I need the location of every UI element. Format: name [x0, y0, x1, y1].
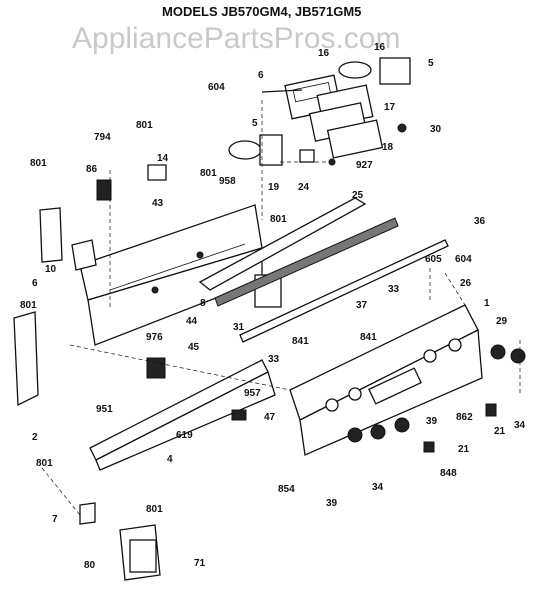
callout-801e: 801: [20, 300, 37, 311]
trim-strips: [198, 197, 449, 343]
callout-801b: 801: [30, 158, 47, 169]
callout-86: 86: [86, 164, 98, 175]
callout-5a: 5: [428, 58, 434, 69]
lower-trim: [89, 357, 276, 471]
callout-71: 71: [194, 558, 206, 569]
callout-2: 2: [32, 432, 38, 443]
guide-lines: [41, 100, 521, 516]
diagram-title: MODELS JB570GM4, JB571GM5: [162, 4, 361, 19]
callout-21a: 21: [494, 426, 506, 437]
callout-10: 10: [45, 264, 57, 275]
bottom-bracket: [79, 502, 161, 581]
callout-848: 848: [440, 468, 457, 479]
callout-801a: 801: [136, 120, 153, 131]
callout-34b: 34: [372, 482, 384, 493]
callout-4: 4: [167, 454, 173, 465]
callout-927: 927: [356, 160, 373, 171]
callout-16b: 16: [374, 42, 386, 53]
callout-605: 605: [425, 254, 442, 265]
callout-604a: 604: [208, 82, 225, 93]
callout-45: 45: [188, 342, 200, 353]
control-panel: [289, 304, 483, 456]
callout-14: 14: [157, 153, 169, 164]
callout-801f: 801: [36, 458, 53, 469]
callout-7: 7: [52, 514, 58, 525]
callout-951: 951: [96, 404, 113, 415]
callout-801d: 801: [270, 214, 287, 225]
callout-841a: 841: [360, 332, 377, 343]
callout-794: 794: [94, 132, 111, 143]
callout-33a: 33: [388, 284, 400, 295]
callout-801c: 801: [200, 168, 217, 179]
callout-44: 44: [186, 316, 198, 327]
callout-labels: 6 604 16 16 5 17 5 30 18 794 801 14 86 8…: [20, 42, 526, 571]
callout-841b: 841: [292, 336, 309, 347]
callout-36: 36: [474, 216, 486, 227]
callout-21b: 21: [458, 444, 470, 455]
callout-19: 19: [268, 182, 280, 193]
callout-39b: 39: [326, 498, 338, 509]
callout-37: 37: [356, 300, 368, 311]
callout-33b: 33: [268, 354, 280, 365]
callout-6a: 6: [258, 70, 264, 81]
callout-30: 30: [430, 124, 442, 135]
side-brackets: [13, 164, 167, 407]
callout-24: 24: [298, 182, 310, 193]
watermark: AppliancePartsPros.com: [72, 22, 400, 55]
callout-958: 958: [219, 176, 236, 187]
callout-801g: 801: [146, 504, 163, 515]
callout-619: 619: [176, 430, 193, 441]
callout-604b: 604: [455, 254, 472, 265]
callout-34a: 34: [514, 420, 526, 431]
callout-1: 1: [484, 298, 490, 309]
callout-8: 8: [200, 298, 206, 309]
callout-25: 25: [352, 190, 364, 201]
callout-43: 43: [152, 198, 164, 209]
callout-6b: 6: [32, 278, 38, 289]
callout-976: 976: [146, 332, 163, 343]
callout-31: 31: [233, 322, 245, 333]
callout-17: 17: [384, 102, 396, 113]
callout-5b: 5: [252, 118, 258, 129]
callout-29: 29: [496, 316, 508, 327]
callout-957: 957: [244, 388, 261, 399]
switch-assembly-top: [228, 57, 411, 166]
knobs: [347, 344, 526, 453]
callout-862: 862: [456, 412, 473, 423]
callout-854: 854: [278, 484, 295, 495]
callout-16a: 16: [318, 48, 330, 59]
callout-47: 47: [264, 412, 276, 423]
callout-80: 80: [84, 560, 96, 571]
callout-39a: 39: [426, 416, 438, 427]
callout-18: 18: [382, 142, 394, 153]
callout-26: 26: [460, 278, 472, 289]
